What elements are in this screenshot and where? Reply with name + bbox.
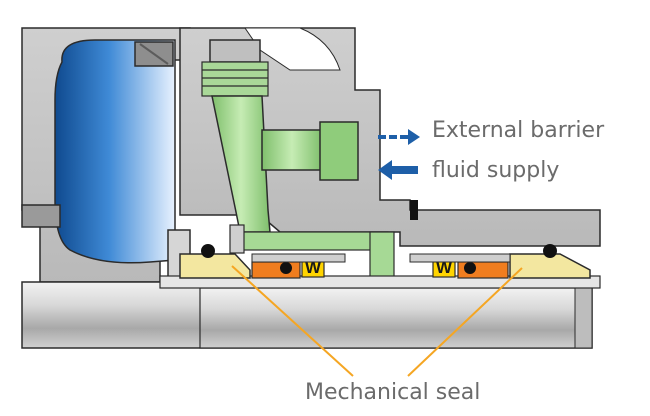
- right-spring-mark: W: [436, 258, 453, 277]
- left-oring: [201, 244, 215, 258]
- barrier-label-line2: fluid supply: [432, 158, 560, 183]
- supply-port: [319, 121, 359, 181]
- seal-label: Mechanical seal: [305, 380, 481, 405]
- fitting-nut: [209, 39, 261, 63]
- leader-line-left: [231, 265, 354, 377]
- fitting-thread: [201, 61, 269, 97]
- left-seal-ring: [179, 253, 251, 279]
- leader-line-right: [407, 267, 523, 377]
- fluid-chamber: [54, 39, 176, 264]
- supply-in-arrow-icon: [378, 160, 418, 180]
- left-spring-mark: W: [305, 258, 322, 277]
- right-oring: [543, 244, 557, 258]
- left-seal-face: [251, 261, 301, 279]
- supply-pipe: [261, 129, 323, 171]
- supply-out-arrow-icon: [378, 129, 420, 145]
- barrier-label-line1: External barrier: [432, 118, 605, 143]
